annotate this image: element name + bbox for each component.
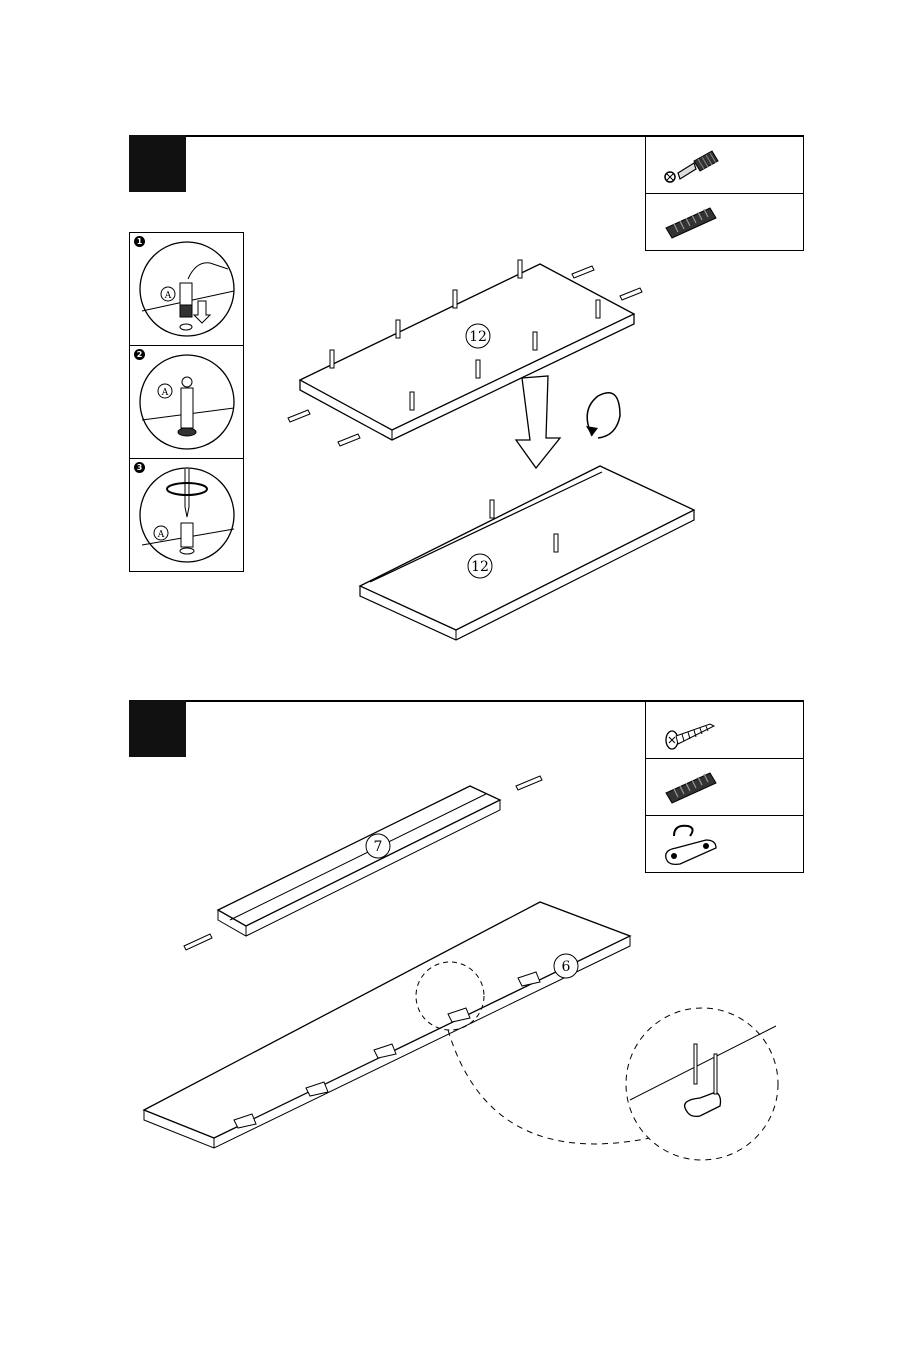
step-2-number-block (129, 700, 186, 757)
cam-lock-bolt-icon (660, 143, 730, 187)
board-6 (144, 902, 630, 1138)
hardware-dowel (646, 194, 803, 250)
panel-12-bottom (360, 466, 694, 630)
rail-label: 7 (374, 839, 383, 855)
hardware-cam-lock (646, 137, 803, 194)
wood-dowel-icon (660, 200, 730, 244)
part-label-a: A (161, 388, 169, 398)
sub-step-2: 2 A (130, 346, 243, 459)
panel-12-top (300, 264, 634, 430)
screw-icon (660, 708, 730, 752)
hardware-screw (646, 702, 803, 759)
insert-cam-bolt-illustration: A (136, 239, 238, 339)
seated-cam-bolt-illustration: A (136, 352, 238, 452)
flip-down-arrow (516, 376, 560, 468)
part-label-a: A (164, 291, 172, 301)
sub-step-3: 3 A (130, 459, 243, 571)
panel-label-bottom: 12 (471, 559, 489, 575)
tighten-cam-bolt-illustration: A (136, 465, 238, 565)
step-1-hardware-box (645, 135, 804, 251)
detail-callout-large (626, 1008, 778, 1160)
board-label: 6 (562, 959, 571, 975)
sub-step-1: 1 A (130, 233, 243, 346)
step-1-number-block (129, 135, 186, 192)
step-2-illustration: 7 6 (130, 770, 810, 1170)
step-1-illustration: 12 12 (280, 250, 720, 650)
sub-steps-box: 1 A 2 A 3 (129, 232, 244, 572)
panel-label-top: 12 (469, 329, 487, 345)
part-label-a: A (157, 530, 165, 540)
